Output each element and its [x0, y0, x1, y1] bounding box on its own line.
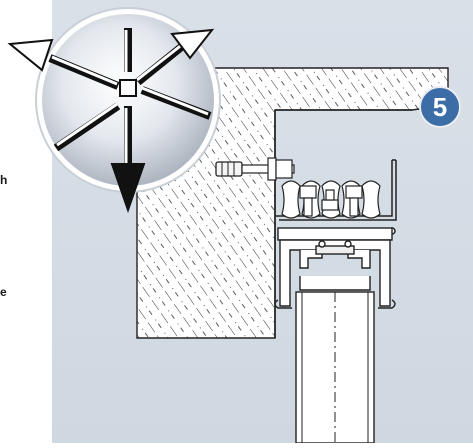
anchor-bolt	[215, 157, 295, 181]
door-leaf	[295, 291, 375, 444]
six-direction-arrows-icon	[7, 7, 221, 214]
cropped-text-e: e	[0, 285, 7, 299]
frame-top-profile	[274, 227, 396, 309]
step-number-badge: 5	[419, 86, 461, 128]
fixing-screws	[299, 185, 363, 217]
cropped-text-h: h	[0, 173, 8, 187]
